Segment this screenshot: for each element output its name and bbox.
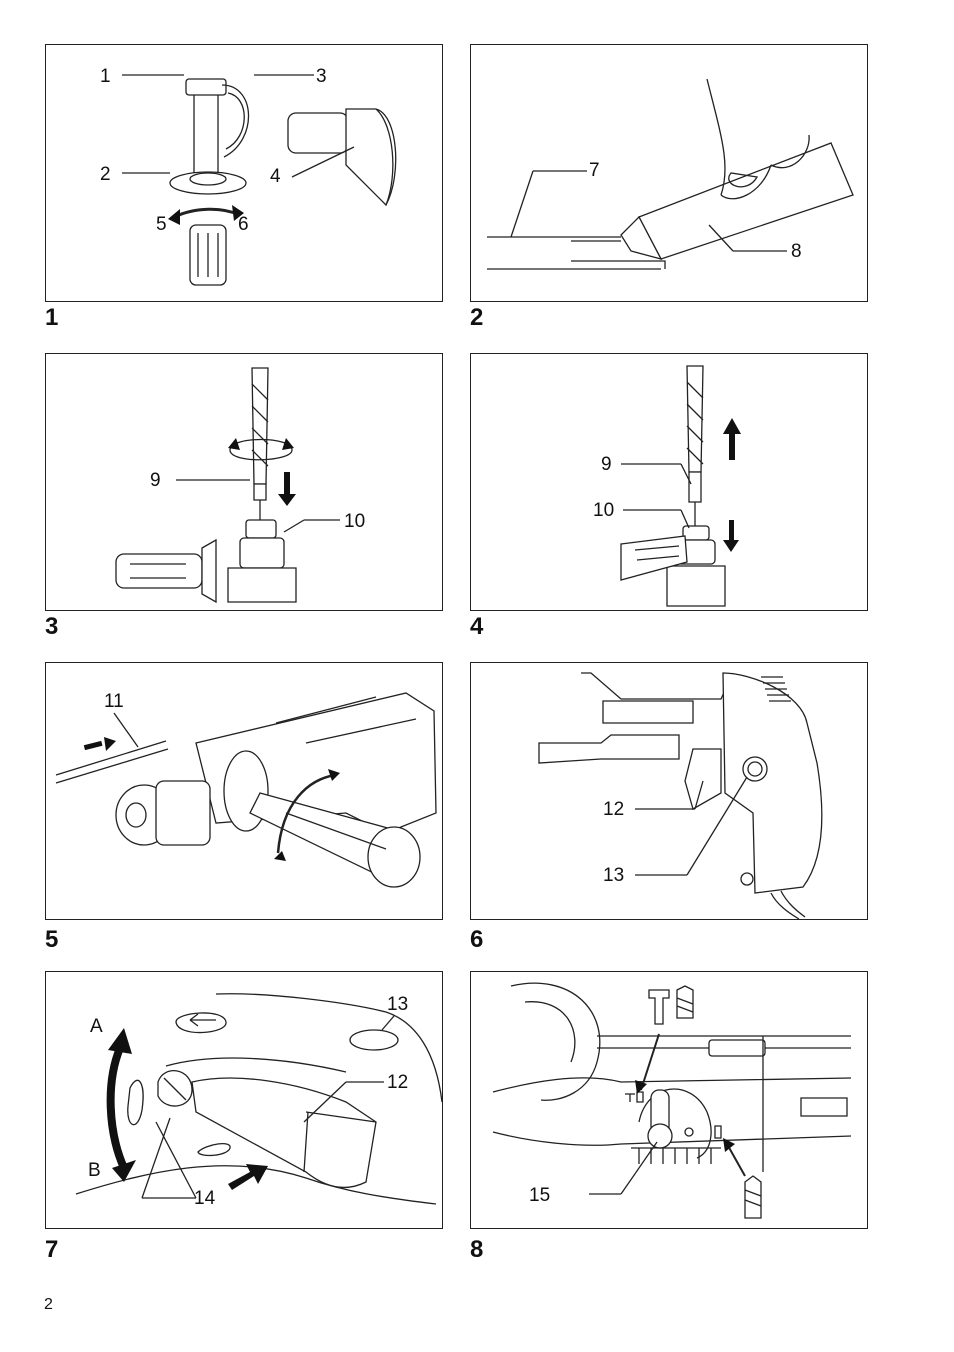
callout-8: 8 xyxy=(791,241,802,262)
figure-number-1: 1 xyxy=(45,304,59,331)
callout-12: 12 xyxy=(603,799,625,820)
callout-1: 1 xyxy=(100,66,111,87)
figure-7-panel: A B 13 12 14 xyxy=(45,971,443,1229)
figure-2-panel: 7 8 xyxy=(470,44,868,302)
callout-A: A xyxy=(90,1016,103,1037)
callout-13: 13 xyxy=(603,865,625,886)
figure-5-illustration xyxy=(46,663,444,921)
callout-5: 5 xyxy=(156,214,167,235)
callout-2: 2 xyxy=(100,164,111,185)
callout-11: 11 xyxy=(104,691,124,712)
callout-3: 3 xyxy=(316,66,327,87)
figure-3-illustration xyxy=(46,354,444,612)
callout-7: 7 xyxy=(589,160,600,181)
figure-4-panel: 9 10 xyxy=(470,353,868,611)
callout-6: 6 xyxy=(238,214,249,235)
figure-1-panel: 1 3 2 4 5 6 xyxy=(45,44,443,302)
callout-15: 15 xyxy=(529,1185,551,1206)
figure-number-8: 8 xyxy=(470,1236,484,1263)
figure-number-4: 4 xyxy=(470,613,484,640)
figure-7-illustration xyxy=(46,972,444,1230)
callout-4: 4 xyxy=(270,166,281,187)
figure-number-5: 5 xyxy=(45,926,59,953)
figure-6-panel: 12 13 xyxy=(470,662,868,920)
figure-8-illustration xyxy=(471,972,869,1230)
figure-1-illustration xyxy=(46,45,444,303)
page-number: 2 xyxy=(44,1296,53,1313)
figure-6-illustration xyxy=(471,663,869,921)
figure-number-7: 7 xyxy=(45,1236,59,1263)
callout-9: 9 xyxy=(150,470,161,491)
callout-14: 14 xyxy=(194,1188,216,1209)
figure-8-panel: 15 xyxy=(470,971,868,1229)
callout-10: 10 xyxy=(344,511,366,532)
callout-9: 9 xyxy=(601,454,612,475)
figure-number-6: 6 xyxy=(470,926,484,953)
figure-3-panel: 9 10 xyxy=(45,353,443,611)
callout-13: 13 xyxy=(387,994,409,1015)
callout-B: B xyxy=(88,1160,101,1181)
callout-10: 10 xyxy=(593,500,615,521)
figure-number-2: 2 xyxy=(470,304,484,331)
figure-number-3: 3 xyxy=(45,613,59,640)
callout-12: 12 xyxy=(387,1072,409,1093)
figure-5-panel: 11 xyxy=(45,662,443,920)
figure-4-illustration xyxy=(471,354,741,612)
figure-2-illustration xyxy=(471,45,869,303)
